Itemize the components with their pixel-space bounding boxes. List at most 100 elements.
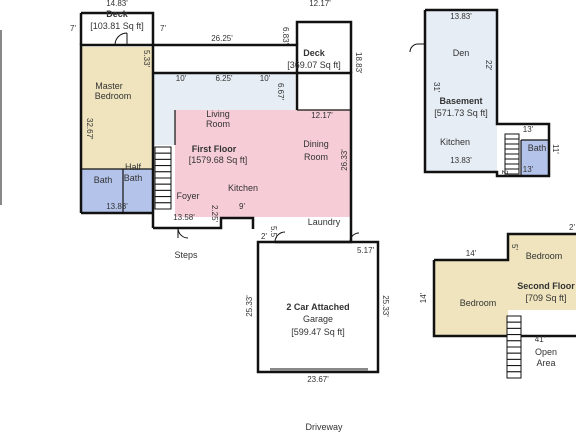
basement-dim-13b: 13' — [523, 165, 534, 174]
dim-1383: 13.83' — [106, 202, 128, 211]
stair-step — [506, 321, 522, 329]
stair-step — [154, 177, 172, 185]
dim-225: 2.25' — [210, 205, 219, 223]
foyer-label: Foyer — [176, 191, 199, 201]
garage-walls — [256, 240, 380, 374]
living-dim-625: 6.25' — [215, 74, 233, 83]
deck-small-dim-right: 7' — [160, 24, 166, 33]
stair-step — [506, 365, 522, 373]
bedroom-right-fill — [508, 234, 576, 310]
second-floor-area: [709 Sq ft] — [525, 293, 566, 303]
basement-dim-11: 11' — [551, 144, 560, 154]
dim-2: 2' — [261, 232, 267, 241]
dim-55: 5.5' — [269, 226, 278, 239]
basement-area: [571.73 Sq ft] — [434, 108, 488, 118]
stair-step — [154, 202, 172, 210]
stair-step — [506, 371, 522, 379]
kitchen-label: Kitchen — [228, 183, 258, 193]
living-name-1: Living — [206, 109, 230, 119]
dining-dim-top: 12.17' — [311, 111, 333, 120]
basement-dim-bottom: 13.83' — [450, 156, 472, 165]
basement-dim-13a: 13' — [523, 125, 534, 134]
dim-9: 9' — [239, 202, 245, 211]
garage-dim-bottom: 23.67' — [307, 375, 329, 384]
den-label: Den — [453, 48, 470, 58]
garage-area: [599.47 Sq ft] — [291, 327, 345, 337]
basement-walls — [423, 8, 551, 178]
second-dim-14left: 14' — [419, 292, 428, 303]
deck-small-dim-top: 14.83' — [106, 0, 128, 8]
dim-2625: 26.25' — [211, 34, 233, 43]
second-floor-walls — [432, 232, 576, 338]
laundry-label: Laundry — [308, 217, 341, 227]
master-name-1: Master — [95, 81, 123, 91]
doors — [114, 32, 360, 243]
first-floor-area: [1579.68 Sq ft] — [189, 155, 248, 165]
basement-door — [409, 43, 425, 53]
basement-dim-top: 13.83' — [450, 12, 472, 21]
bath-label: Bath — [94, 175, 113, 185]
basement-dim-22: 22' — [484, 60, 493, 71]
half-bath-2: Bath — [124, 173, 143, 183]
stair-step — [504, 138, 520, 145]
stair-step — [504, 153, 520, 160]
basement-dim-2: 2' — [500, 170, 509, 176]
open-area-1: Open — [535, 347, 557, 357]
stair-step — [506, 346, 522, 354]
stair-step — [504, 168, 520, 175]
stair-step — [506, 340, 522, 348]
stair-step — [154, 171, 172, 179]
deck-small-area: [103.81 Sq ft] — [90, 21, 144, 31]
open-area-2: Area — [536, 358, 555, 368]
deck-large-dim-inner: 6.83' — [281, 27, 290, 45]
den-fill — [425, 10, 497, 172]
stair-step — [504, 143, 520, 150]
second-dim-14top: 14' — [466, 249, 477, 258]
deck-small-dim-left: 7' — [70, 24, 76, 33]
stair-step — [504, 163, 520, 170]
master-bedroom-fill — [81, 47, 153, 169]
stair-step — [506, 327, 522, 336]
garage-dim-left: 25.33' — [245, 295, 254, 317]
stair-step — [154, 146, 172, 154]
stair-step — [154, 165, 172, 173]
second-dim-41: 41' — [535, 335, 546, 344]
garage-dim-right: 25.33' — [381, 295, 390, 317]
basement-interior-walls — [520, 139, 549, 176]
basement-kitchen: Kitchen — [440, 137, 470, 147]
stair-step — [154, 158, 172, 167]
garage-door — [270, 368, 368, 372]
second-dim-2: 2' — [569, 223, 575, 232]
basement-stairs — [504, 133, 520, 175]
driveway-label: Driveway — [305, 422, 343, 432]
living-name-2: Room — [206, 119, 230, 129]
stair-step — [504, 133, 520, 140]
stair-step — [506, 358, 522, 367]
living-dim-667: 6.67' — [276, 83, 285, 101]
dining-dim-right: 26.33' — [340, 149, 349, 171]
master-dim-left: 32.67' — [85, 118, 94, 140]
basement-bath-fill — [521, 140, 549, 175]
bedroom-right: Bedroom — [526, 251, 563, 261]
bedroom-left: Bedroom — [460, 298, 497, 308]
stair-step — [154, 183, 172, 191]
steps-label: Steps — [174, 250, 198, 260]
half-bath-1: Half — [125, 162, 142, 172]
deck-large-dim-top: 12.17' — [309, 0, 331, 8]
deck-large-area: [369.07 Sq ft] — [287, 60, 341, 70]
dim-517: 5.17' — [357, 246, 375, 255]
stair-step — [154, 189, 172, 198]
dining-kitchen-fill-2 — [175, 145, 295, 217]
second-dim-5: 5' — [510, 244, 519, 250]
garage-name-2: Garage — [303, 314, 333, 324]
stair-step — [506, 352, 522, 360]
stair-step — [506, 315, 522, 323]
master-dim-top: 5.33' — [142, 50, 151, 68]
deck-large-dim-right: 18.83' — [354, 52, 363, 74]
master-name-2: Bedroom — [95, 91, 132, 101]
stair-step — [504, 158, 520, 165]
first-floor-title: First Floor — [192, 144, 237, 154]
living-dim-10a: 10' — [176, 74, 187, 83]
basement-dim-31: 31' — [432, 82, 441, 93]
